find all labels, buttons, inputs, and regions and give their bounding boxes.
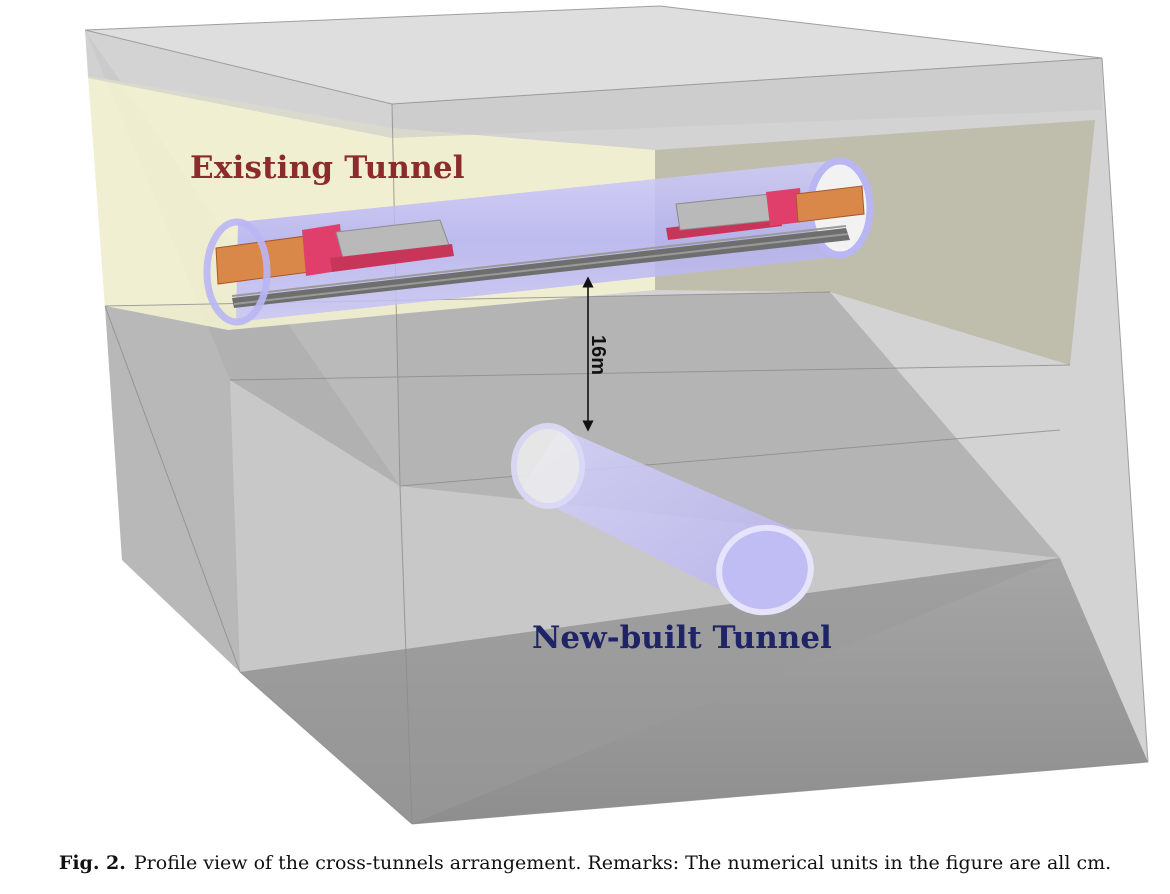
figure-number: Fig. 2. <box>58 852 126 874</box>
box-front-top <box>85 30 1102 138</box>
new-tunnel-near-end <box>716 524 814 616</box>
box-front-lower <box>105 292 1060 824</box>
train-right <box>666 185 865 240</box>
caption-text: Profile view of the cross-tunnels arrang… <box>133 852 1112 874</box>
box-edges <box>84 5 1149 825</box>
new-built-tunnel <box>511 423 814 616</box>
existing-tunnel <box>203 157 874 326</box>
new-tunnel-far-end <box>511 423 585 509</box>
existing-tunnel-near-end <box>203 218 271 326</box>
soil-box <box>84 5 1149 825</box>
distance-label: 16m <box>587 335 609 376</box>
railway-track <box>231 225 850 308</box>
tender-car-right <box>795 185 865 223</box>
figure-caption: Fig. 2. Profile view of the cross-tunnels… <box>0 852 1170 874</box>
new-tunnel-label: New-built Tunnel <box>532 620 832 656</box>
locomotive-cab-right <box>766 188 802 226</box>
figure-canvas <box>84 5 1149 825</box>
locomotive-frame-left <box>330 244 454 272</box>
existing-tunnel-label: Existing Tunnel <box>190 150 465 186</box>
cross-tunnels-figure: Existing Tunnel New-built Tunnel 16m <box>84 5 1149 825</box>
box-top-face <box>85 6 1102 104</box>
